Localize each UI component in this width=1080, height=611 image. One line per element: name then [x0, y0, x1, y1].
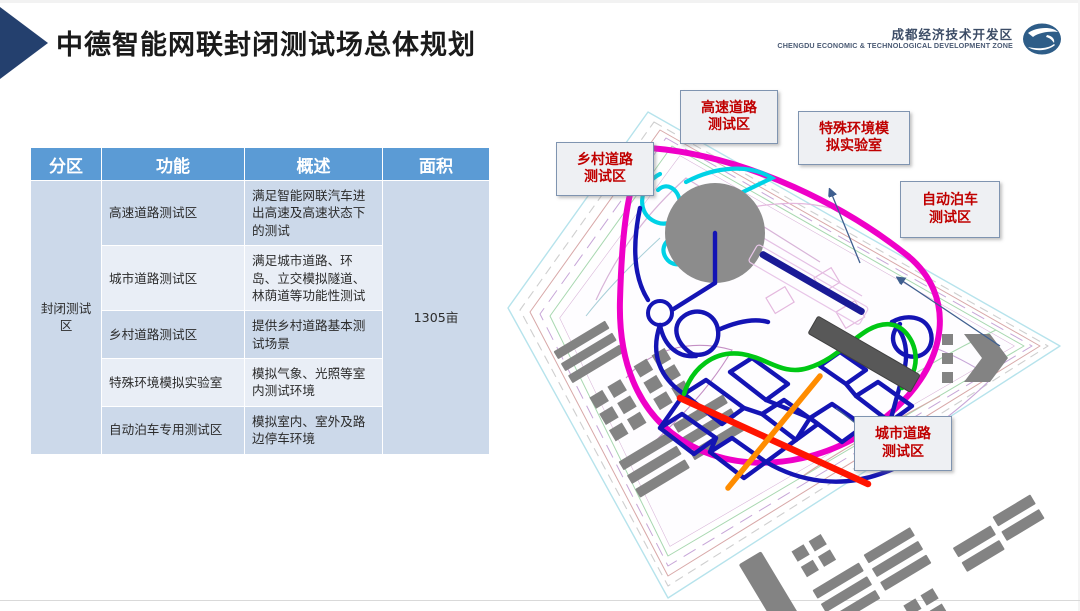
callout-parking-line2: 测试区 [929, 209, 971, 226]
table-row: 封闭测试区 高速道路测试区 满足智能网联汽车进出高速及高速状态下的测试 1305… [30, 179, 490, 455]
table-header-row: 分区 功能 概述 面积 [30, 147, 490, 181]
cell-description: 提供乡村道路基本测试场景 [244, 310, 383, 359]
orange-road-segment [725, 373, 823, 491]
swoosh-logo-icon [1023, 23, 1061, 55]
callout-urban-road[interactable]: 城市道路 测试区 [854, 416, 952, 471]
callout-rural-line1: 乡村道路 [577, 151, 633, 168]
cell-description: 模拟气象、光照等室内测试环境 [244, 358, 383, 407]
tunnel-lab-structure [808, 316, 920, 393]
straight-test-strip [748, 244, 869, 325]
logo-title-cn: 成都经济技术开发区 [891, 27, 1013, 43]
title-arrow-accent [0, 7, 48, 79]
table-row: 城市道路测试区 满足城市道路、环岛、立交模拟隧道、林荫道等功能性测试 [31, 245, 490, 312]
callout-parking-line1: 自动泊车 [922, 192, 978, 209]
cell-function: 城市道路测试区 [101, 245, 245, 312]
cell-function: 自动泊车专用测试区 [101, 405, 245, 455]
cell-function: 高速道路测试区 [101, 179, 245, 247]
green-road-segment [681, 322, 918, 397]
cell-description: 满足城市道路、环岛、立交模拟隧道、林荫道等功能性测试 [244, 245, 383, 312]
cell-description: 满足智能网联汽车进出高速及高速状态下的测试 [244, 179, 383, 247]
slide-right-edge [1078, 0, 1080, 611]
cell-function: 特殊环境模拟实验室 [101, 358, 245, 407]
red-road-segment [676, 394, 872, 488]
column-header-function: 功能 [101, 147, 245, 181]
cell-function: 乡村道路测试区 [101, 310, 245, 359]
table-row: 特殊环境模拟实验室 模拟气象、光照等室内测试环境 [31, 358, 490, 407]
callout-rural-line2: 测试区 [584, 169, 626, 185]
site-plan-map: 乡村道路 测试区 高速道路 测试区 特殊环境模 拟实验室 自动泊车 测试区 城市… [500, 78, 1080, 611]
callout-highway-line2: 测试区 [708, 117, 750, 133]
site-plan-svg [507, 111, 1061, 611]
column-header-area: 面积 [382, 147, 490, 181]
slide-bottom-edge [0, 600, 1080, 601]
slide-top-edge [0, 0, 1080, 3]
high-speed-loop-track [616, 144, 943, 466]
callout-rural-road[interactable]: 乡村道路 测试区 [556, 142, 654, 196]
zone-plan-table: 分区 功能 概述 面积 封闭测试区 高速道路测试区 满足智能网联汽车进出高速及高… [30, 147, 490, 455]
callout-highway-line1: 高速道路 [701, 99, 757, 116]
cell-zone-name: 封闭测试区 [30, 180, 102, 455]
callout-urban-line1: 城市道路 [875, 426, 931, 443]
callout-special-env-lab[interactable]: 特殊环境模 拟实验室 [798, 111, 910, 165]
logo-title-en: CHENGDU ECONOMIC & TECHNOLOGICAL DEVELOP… [777, 40, 1013, 51]
urban-road-network [633, 205, 934, 484]
page-title: 中德智能网联封闭测试场总体规划 [56, 30, 476, 61]
building-blocks [553, 320, 1045, 611]
logo-text-block: 成都经济技术开发区 CHENGDU ECONOMIC & TECHNOLOGIC… [777, 28, 1013, 49]
callout-special-line1: 特殊环境模 [819, 120, 889, 137]
callout-highway[interactable]: 高速道路 测试区 [680, 90, 778, 144]
table-row: 自动泊车专用测试区 模拟室内、室外及路边停车环境 [31, 405, 490, 455]
callout-urban-line2: 测试区 [882, 443, 924, 460]
cell-description: 模拟室内、室外及路边停车环境 [244, 405, 383, 455]
cell-area-value: 1305亩 [382, 180, 490, 455]
callout-special-line2: 拟实验室 [826, 138, 882, 154]
organization-logo: 成都经济技术开发区 CHENGDU ECONOMIC & TECHNOLOGIC… [777, 22, 1062, 56]
column-header-description: 概述 [244, 147, 383, 181]
column-header-zone: 分区 [30, 147, 102, 181]
table-row: 乡村道路测试区 提供乡村道路基本测试场景 [31, 310, 490, 359]
callout-auto-parking[interactable]: 自动泊车 测试区 [900, 181, 1000, 238]
